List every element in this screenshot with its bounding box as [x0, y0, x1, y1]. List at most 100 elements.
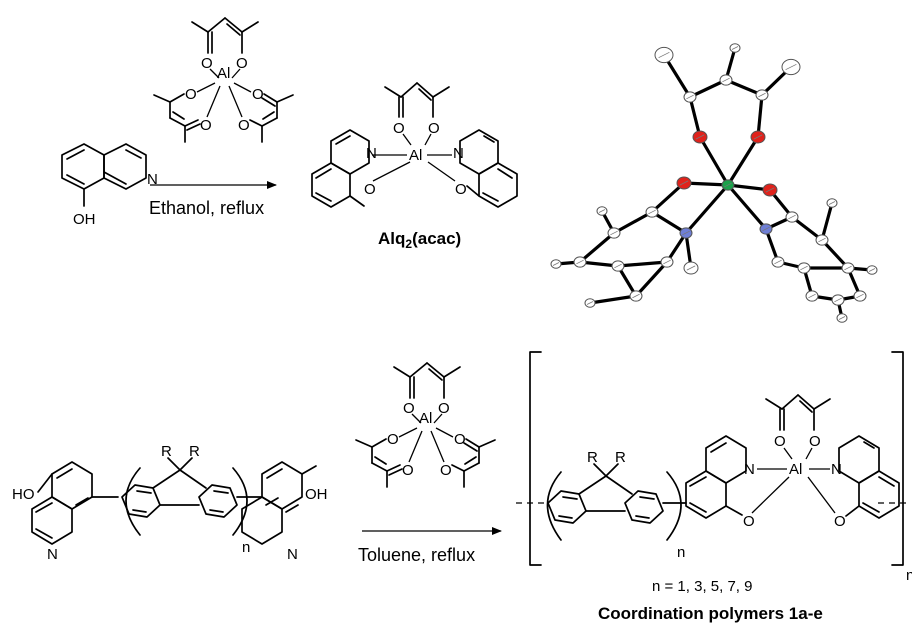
ortep-bond [820, 238, 850, 270]
polymer-right-o: O [834, 513, 846, 530]
ortep-atom-shading [818, 237, 826, 243]
reagent-top-o6: O [238, 117, 250, 134]
ortep-bond [684, 183, 730, 235]
ortep-bond [616, 264, 638, 298]
alq2-acac-product-structure: O O Al N O N O [311, 82, 518, 208]
ortep-atom-shading [800, 265, 808, 271]
polymer-product-label: Coordination polymers 1a-e [598, 604, 823, 623]
polymer-paren-right [666, 471, 682, 541]
monomer-right-oh: OH [305, 486, 328, 503]
reagent-bottom-o3: O [387, 431, 399, 448]
reagent-top-o3: O [185, 86, 197, 103]
al-acac3-reagent-bottom: Al O O O O O O [355, 362, 496, 488]
reagent-top-o4: O [200, 117, 212, 134]
product-top-o1: O [393, 120, 405, 137]
reagent-bottom-al-label: Al [419, 410, 432, 427]
monomer-r1: R [161, 443, 172, 460]
polymer-left-o: O [743, 513, 755, 530]
ortep-atom-shading [808, 293, 816, 299]
ortep-atom-shading [576, 259, 584, 265]
hydroxyquinoline-structure: N OH [61, 143, 158, 228]
top-reaction-conditions: Ethanol, reflux [149, 198, 264, 218]
ortep-atom-shading [868, 268, 876, 272]
ortep-bond [820, 201, 834, 242]
reagent-bottom-o6: O [440, 462, 452, 479]
coordination-polymer-structure: n R R n N O Al [516, 351, 912, 584]
ortep-atom-shading [658, 51, 670, 59]
product-top-al-label: Al [409, 147, 422, 164]
product-left-n: N [366, 145, 377, 162]
ortep-atom-shading [686, 265, 696, 271]
ortep-atoms [550, 43, 878, 323]
top-product-label: Alq2(acac) [378, 229, 461, 251]
ortep-atom-shading [598, 209, 606, 213]
polymer-left-n: N [744, 461, 755, 478]
hydroxyl-label: OH [73, 211, 96, 228]
product-left-o: O [364, 181, 376, 198]
ortep-bond [650, 181, 686, 214]
polymer-n-values: n = 1, 3, 5, 7, 9 [652, 578, 753, 595]
ortep-bond [634, 260, 669, 298]
quinoline-nitrogen-label: N [147, 171, 158, 188]
monomer-paren-left [125, 467, 141, 536]
ortep-bond [612, 210, 654, 235]
crystal-structure-ortep [550, 43, 878, 323]
polymer-acac-o2: O [809, 433, 821, 450]
ortep-bond [650, 210, 688, 235]
ortep-bonds [554, 46, 874, 320]
ortep-atom-shading [686, 94, 694, 100]
ortep-atom-shading [663, 259, 671, 265]
ortep-atom-shading [679, 180, 689, 186]
ortep-atom-shading [722, 77, 730, 83]
ortep-atom-shading [724, 182, 732, 188]
ortep-atom-shading [774, 259, 782, 265]
polymer-r2: R [615, 449, 626, 466]
ortep-atom-shading [762, 226, 770, 232]
ortep-atom-shading [856, 293, 864, 299]
ortep-bond [688, 95, 702, 139]
product-right-n: N [453, 145, 464, 162]
ortep-atom-shading [586, 301, 594, 305]
polymer-acac-o1: O [774, 433, 786, 450]
reagent-bottom-o1: O [403, 400, 415, 417]
ortep-bond [790, 215, 824, 242]
ortep-bond [616, 260, 669, 268]
polymer-bracket-right [891, 351, 904, 566]
ortep-atom-shading [788, 214, 796, 220]
reagent-top-o2: O [236, 55, 248, 72]
ortep-bond [688, 78, 728, 99]
al-acac3-reagent-top: Al O O O O O O [153, 17, 294, 143]
polymer-repeat-n-inner: n [677, 544, 685, 561]
ortep-atom-shading [682, 230, 690, 236]
polymer-paren-left [546, 471, 562, 541]
ortep-bond [578, 231, 616, 264]
product-right-o: O [455, 181, 467, 198]
ortep-atom-shading [695, 134, 705, 140]
ortep-atom-shading [834, 297, 842, 303]
polymer-r1: R [587, 449, 598, 466]
reagent-top-o5: O [252, 86, 264, 103]
ortep-atom-shading [648, 209, 656, 215]
ortep-atom-shading [844, 265, 852, 271]
ortep-atom-shading [614, 263, 622, 269]
ortep-bond [698, 135, 730, 187]
monomer-left-ho: HO [12, 486, 35, 503]
reagent-bottom-o5: O [454, 431, 466, 448]
ortep-atom-shading [610, 230, 618, 236]
reagent-top-al-label: Al [217, 65, 230, 82]
ortep-atom-shading [632, 293, 640, 299]
ortep-bond [726, 135, 760, 187]
polymer-bracket-left [529, 351, 542, 566]
ortep-bond [726, 183, 768, 231]
polymer-right-n: N [831, 461, 842, 478]
bottom-reaction-conditions: Toluene, reflux [358, 545, 475, 565]
ortep-atom-shading [758, 92, 766, 98]
ortep-atom-shading [731, 46, 739, 50]
reagent-top-o1: O [201, 55, 213, 72]
polymer-repeat-n-outer: n [906, 567, 912, 584]
ortep-atom-shading [838, 316, 846, 320]
monomer-paren-right [232, 467, 248, 536]
ortep-atom-shading [753, 134, 763, 140]
